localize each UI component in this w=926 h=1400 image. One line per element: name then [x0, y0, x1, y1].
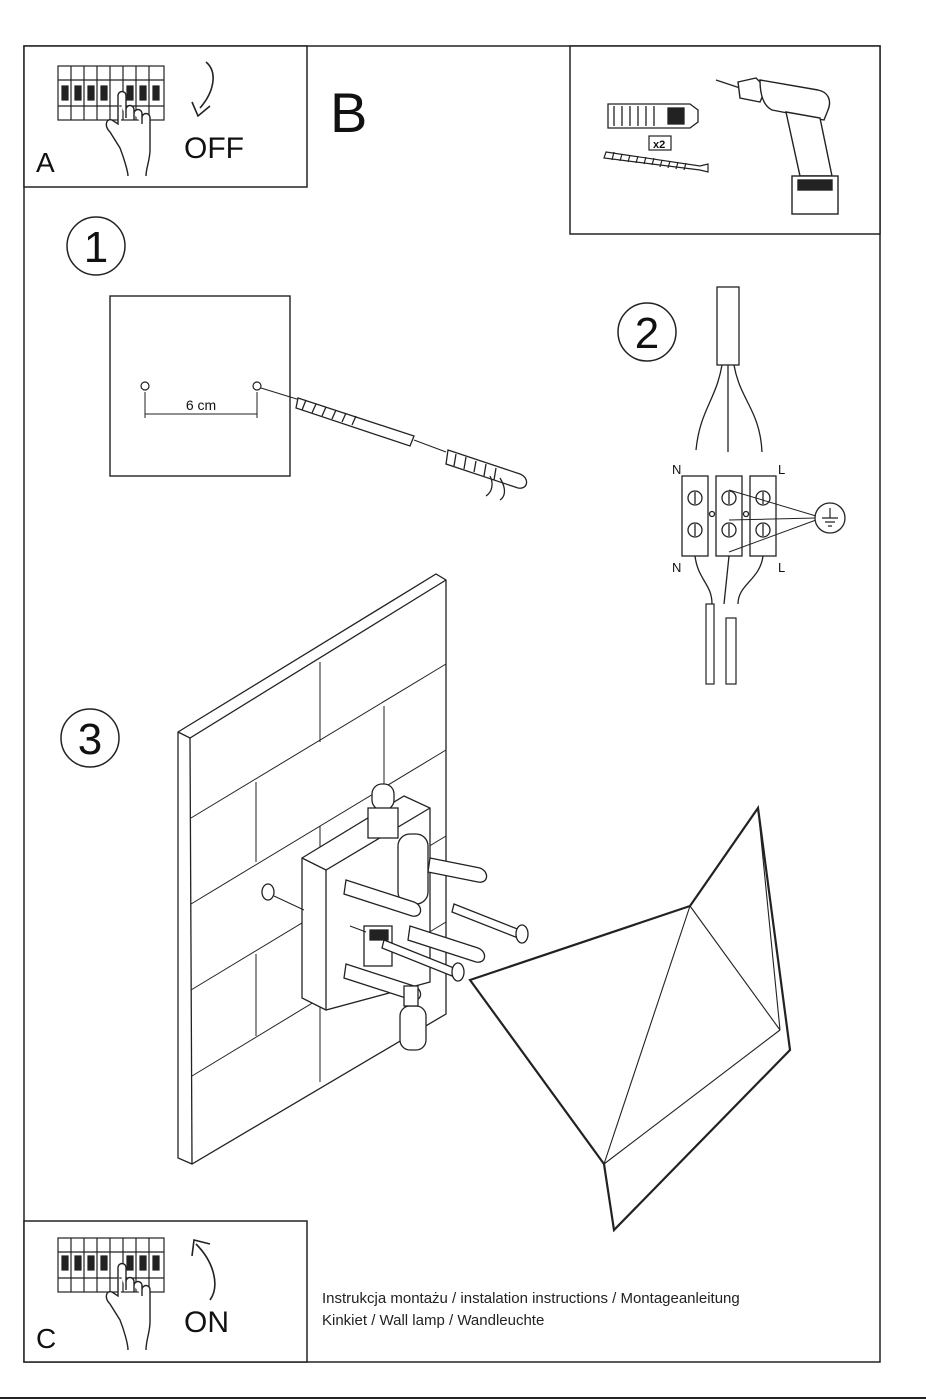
live-label-top: L — [778, 462, 785, 477]
wall-plug-icon — [607, 103, 699, 129]
panel-a: A OFF — [23, 45, 308, 188]
terminal-block — [681, 475, 777, 557]
step-2-badge — [617, 302, 677, 362]
lamp-bracket — [367, 783, 429, 1051]
lamp-shade — [468, 805, 792, 1233]
footer-product-title: Kinkiet / Wall lamp / Wandleuchte — [322, 1312, 545, 1329]
lamp-lead-left — [705, 603, 715, 685]
step-1-number: 1 — [84, 223, 108, 272]
arrow-down-icon — [199, 61, 214, 109]
screw-icon — [603, 151, 709, 173]
arrow-up-icon — [195, 1243, 216, 1301]
lamp-lead-right — [725, 617, 737, 685]
hole-right — [252, 381, 262, 391]
ground-leads — [728, 489, 817, 553]
panel-c-letter: C — [36, 1323, 56, 1354]
hole-distance-label: 6 cm — [186, 397, 216, 413]
drill-guide-line — [260, 387, 301, 401]
step-2: 2 N L N L — [617, 286, 846, 685]
lamp-wires — [694, 555, 764, 605]
panel-b: x2 — [569, 45, 881, 235]
wall-square — [109, 295, 291, 477]
drill-icon — [715, 77, 839, 215]
quantity-label: x2 — [653, 139, 665, 151]
step-3-badge — [60, 708, 120, 768]
breaker-panel-icon — [57, 1237, 165, 1293]
panel-a-letter: A — [36, 147, 55, 178]
panel-c-switch-label: ON — [184, 1306, 229, 1339]
quantity-box — [648, 135, 672, 151]
step-3: 3 — [60, 573, 792, 1233]
step-1-badge — [66, 216, 126, 276]
step-1: 1 6 cm — [66, 216, 528, 501]
mounting-screws — [261, 883, 529, 982]
supply-wires — [695, 364, 763, 453]
drill-bit-icon — [295, 397, 447, 453]
arrow-head-icon — [191, 1239, 211, 1257]
neutral-label-bottom: N — [672, 560, 681, 575]
footer-instructions-title: Instrukcja montażu / instalation instruc… — [322, 1290, 740, 1307]
wall-plug-insert-icon — [445, 449, 528, 501]
step-2-number: 2 — [635, 309, 659, 358]
panel-c: C ON — [23, 1220, 308, 1363]
outer-frame — [23, 45, 881, 1363]
hand-icon — [105, 90, 151, 177]
ground-symbol — [822, 508, 838, 527]
panel-a-switch-label: OFF — [184, 132, 244, 165]
arrow-head-icon — [191, 101, 211, 118]
step-3-number: 3 — [78, 715, 102, 764]
supply-cable — [716, 286, 740, 366]
panel-a-frame — [23, 45, 308, 188]
neutral-label-top: N — [672, 462, 681, 477]
panel-b-letter: B — [330, 81, 367, 144]
live-label-bottom: L — [778, 560, 785, 575]
hole-left — [140, 381, 150, 391]
hand-icon — [105, 1262, 151, 1351]
